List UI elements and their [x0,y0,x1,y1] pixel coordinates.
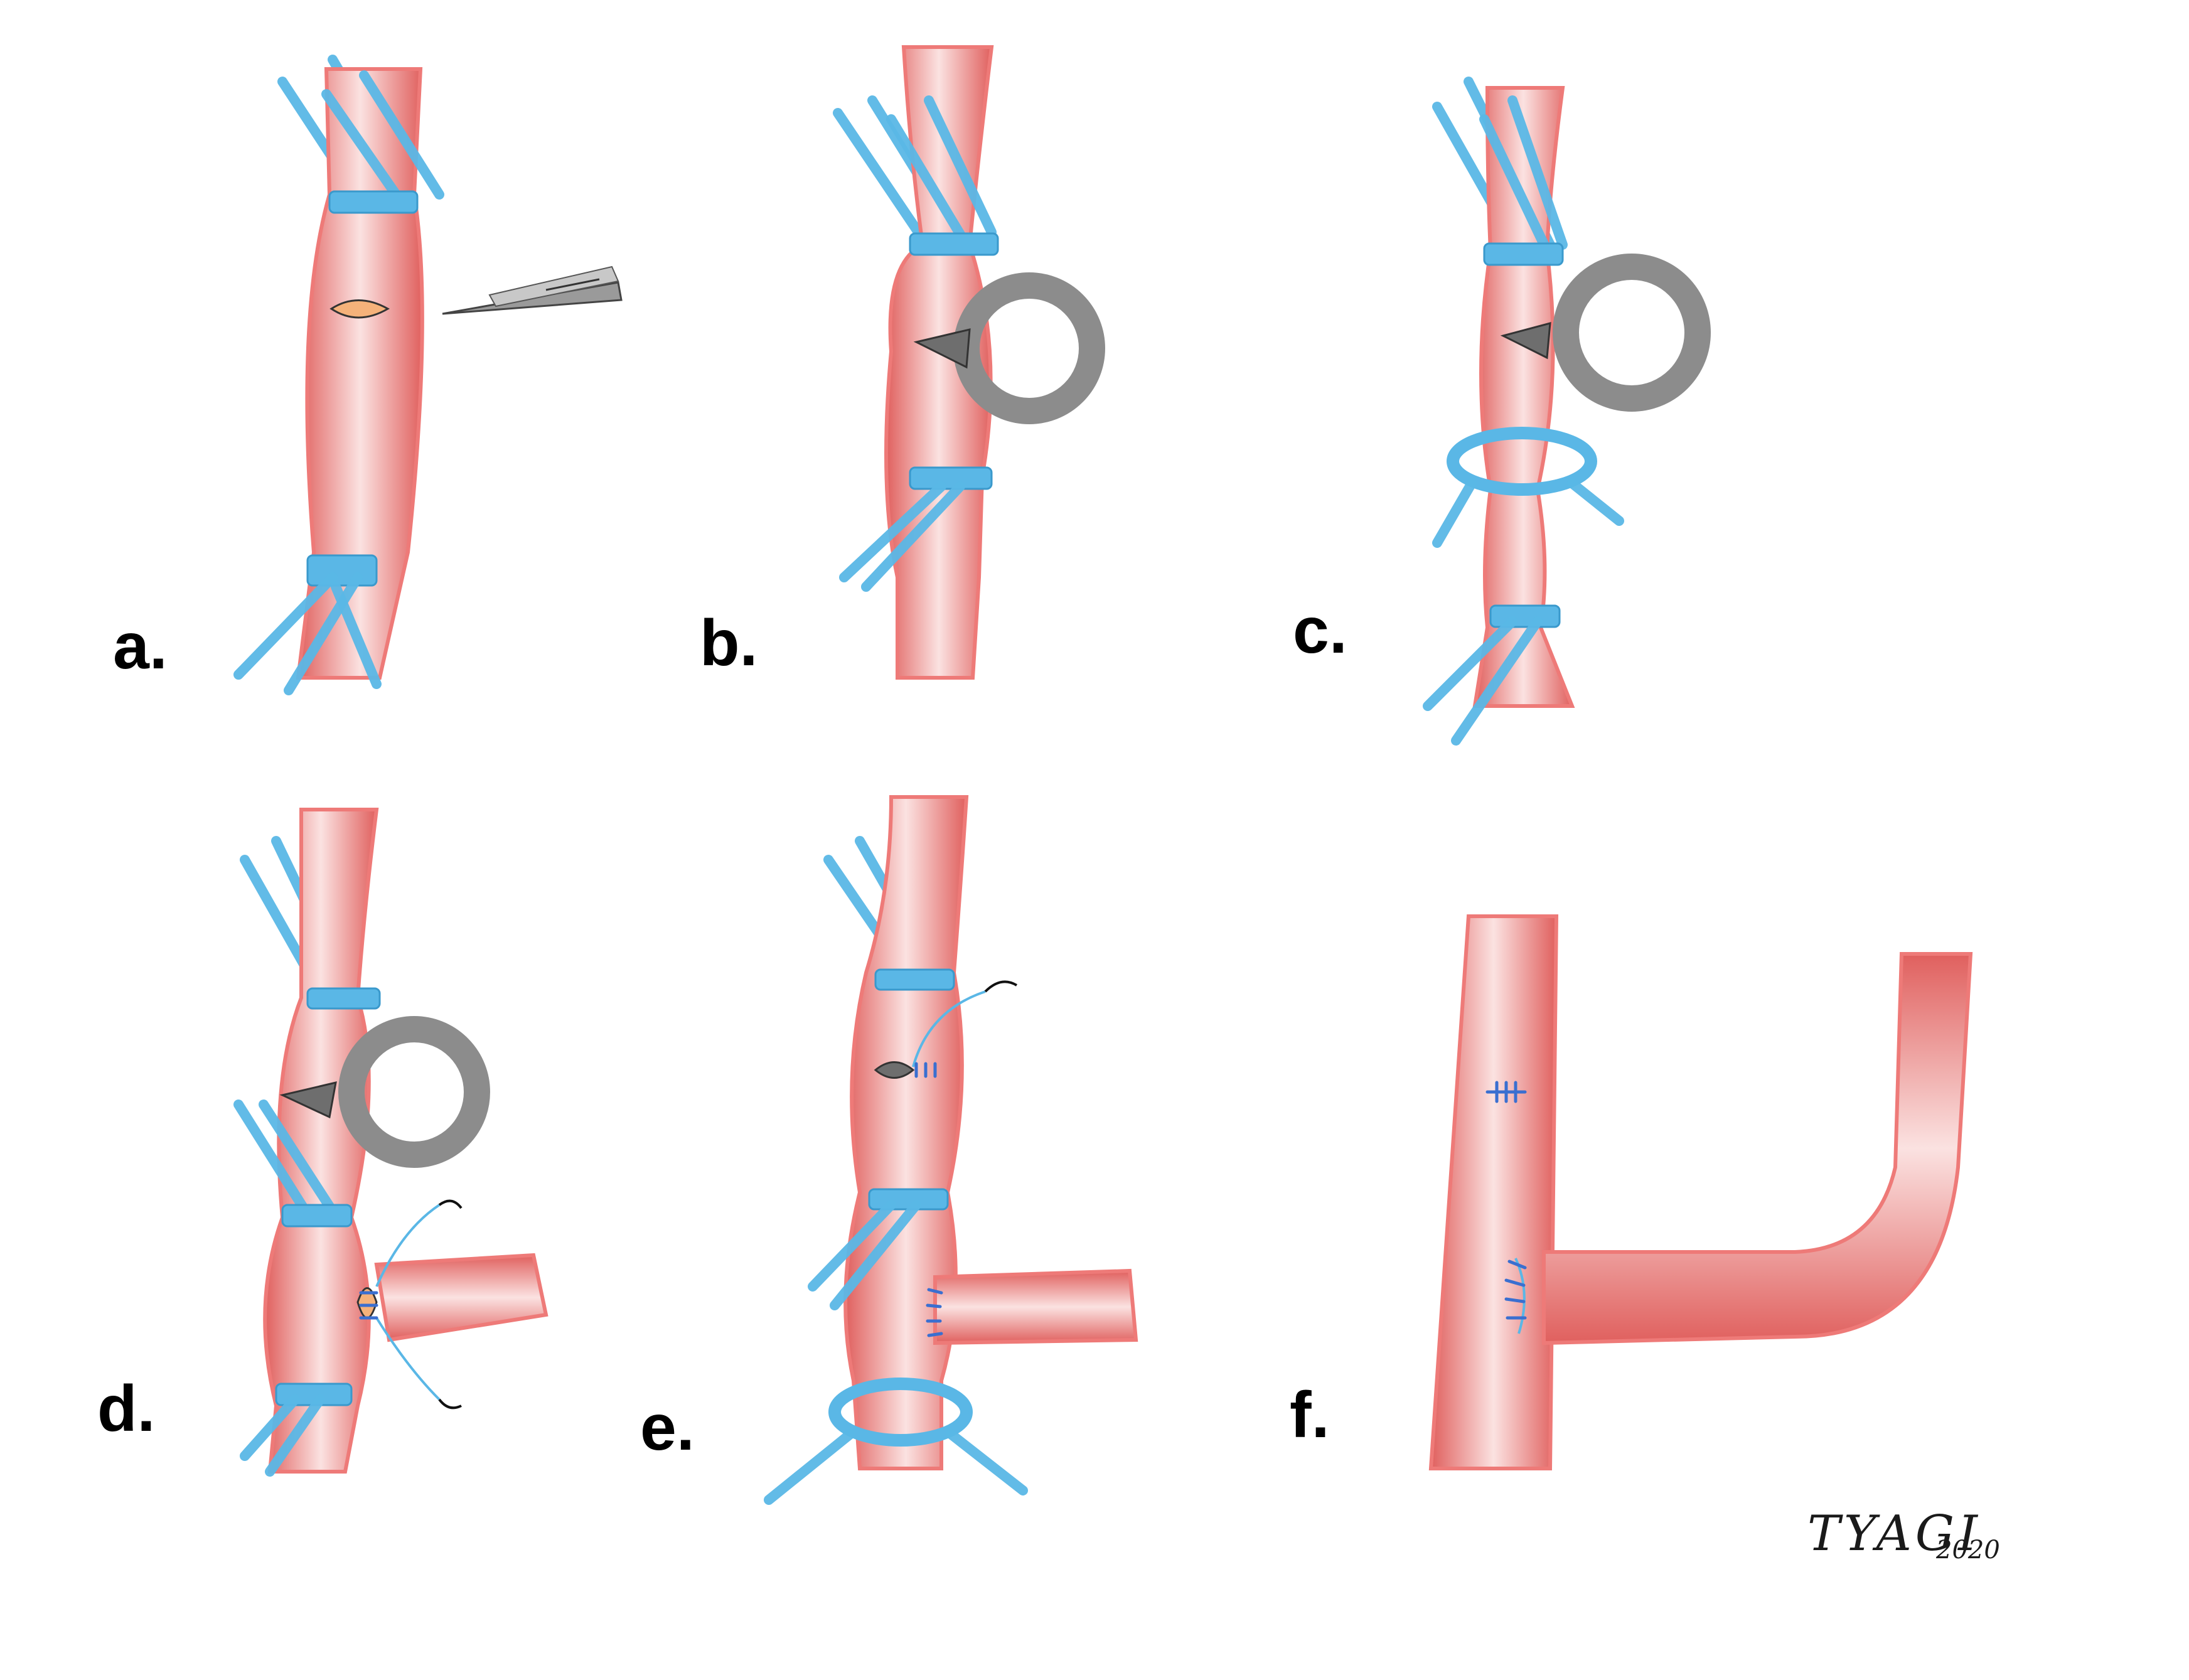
artist-signature-year: 2020 [1936,1536,2000,1565]
panel-label-b: b. [700,607,757,680]
arteriotomy-repair-f [1485,1081,1527,1103]
vessel-loop-upper-a-front [321,70,444,214]
graft-f [1542,952,1973,1346]
panel-label-a: a. [113,610,168,683]
suture-e-top [912,980,1018,1078]
panel-f: f. [1290,914,1973,1470]
panel-label-e: e. [640,1391,695,1464]
vessel-loop-upper-b-front [886,95,999,256]
vessel-loop-lower-d [240,1383,353,1477]
panel-label-f: f. [1290,1379,1330,1452]
shunt-d [279,1016,490,1168]
panel-label-d: d. [97,1372,155,1445]
artery-e [843,795,969,1470]
vessel-loop-mid-e [808,1188,949,1310]
graft-e [933,1268,1138,1346]
anastomosis-sutures-e [926,1288,943,1337]
arteriotomy-e [874,1061,915,1079]
vessel-loop-upper-c-front [1479,95,1568,266]
shunt-c [1500,254,1711,412]
graft-d [374,1253,549,1342]
vessel-loop-upper-d-front [233,987,381,1219]
vessel-loop-lower-b [839,466,993,592]
scalpel-icon [442,265,623,315]
vessel-loop-band-e-top [874,968,955,991]
anastomosis-d [356,1287,378,1319]
artery-a [296,67,424,680]
panel-d: d. [97,808,549,1477]
vessel-loop-lower-a [233,554,382,695]
arteriotomy-a [329,299,390,319]
panel-c: c. [1293,77,1711,746]
shunt-b [913,272,1105,424]
anastomosis-sutures-f [1504,1258,1527,1334]
panel-a: a. [113,55,623,695]
artery-f [1428,914,1559,1470]
vessel-loop-lower-c [1423,604,1561,746]
suture-d [359,1199,463,1410]
tourniquet-loop-e [764,1378,1028,1505]
artist-signature: TYAGI [1807,1506,1981,1562]
tourniquet-loop-c [1432,427,1624,548]
panel-b: b. [700,45,1105,680]
panel-e: e. [640,795,1138,1505]
vessel-loop-band-d-mid [281,1204,353,1228]
panel-label-c: c. [1293,594,1347,667]
